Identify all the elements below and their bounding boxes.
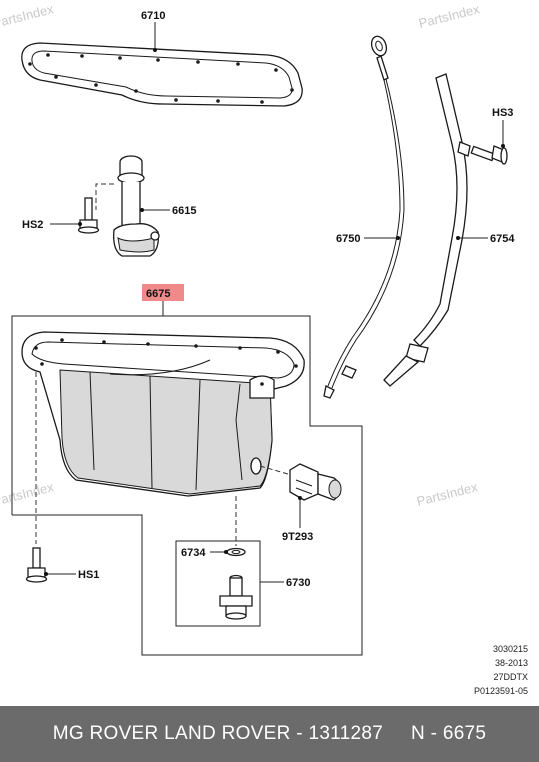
oil-pan-gasket[interactable]	[21, 42, 303, 107]
watermark: PartsIndex	[417, 1, 481, 31]
bolt-hs3[interactable]	[470, 145, 508, 165]
highlight-marker	[142, 284, 184, 301]
callout-6730[interactable]: 6730	[286, 577, 310, 589]
watermark: PartsIndex	[0, 1, 56, 31]
callout-hs2[interactable]: HS2	[22, 219, 43, 231]
callout-6710[interactable]: 6710	[141, 10, 165, 22]
bolt-hs2[interactable]	[77, 197, 100, 234]
bolt-hs1[interactable]	[25, 547, 48, 583]
watermark: PartsIndex	[415, 479, 479, 509]
ref-date: 38-2013	[495, 658, 528, 668]
oil-pan-frame	[11, 315, 363, 656]
callout-6734[interactable]: 6734	[181, 547, 206, 559]
watermark: PartsIndex	[0, 479, 56, 509]
ref-illustration-id: P0123591-05	[474, 686, 528, 696]
oil-pan[interactable]	[21, 331, 305, 497]
oil-pickup-tube[interactable]	[113, 155, 160, 257]
ref-engine-code: 27DDTX	[493, 672, 528, 682]
oil-level-sensor[interactable]	[289, 463, 342, 501]
ref-number: 3030215	[493, 644, 528, 654]
footer-brands: MG ROVER LAND ROVER - 1311287	[52, 723, 384, 744]
callout-6615[interactable]: 6615	[172, 205, 196, 217]
callout-6754[interactable]: 6754	[490, 233, 515, 245]
footer-part-ref: N - 6675	[411, 723, 487, 744]
callout-9t293[interactable]: 9T293	[282, 531, 313, 543]
drain-washer[interactable]	[226, 547, 246, 557]
footer-banner: MG ROVER LAND ROVER - 1311287 N - 6675	[0, 706, 539, 762]
parts-diagram: PartsIndex PartsIndex PartsIndex PartsIn…	[0, 1, 528, 696]
callout-hs3[interactable]: HS3	[492, 107, 513, 119]
oil-dipstick[interactable]	[323, 34, 405, 399]
callout-6675[interactable]: 6675	[146, 288, 170, 300]
dipstick-tube[interactable]	[383, 73, 471, 387]
callout-6750[interactable]: 6750	[336, 233, 360, 245]
callout-hs1[interactable]: HS1	[78, 569, 99, 581]
drain-plug[interactable]	[219, 574, 253, 620]
drain-plug-box	[175, 540, 261, 627]
